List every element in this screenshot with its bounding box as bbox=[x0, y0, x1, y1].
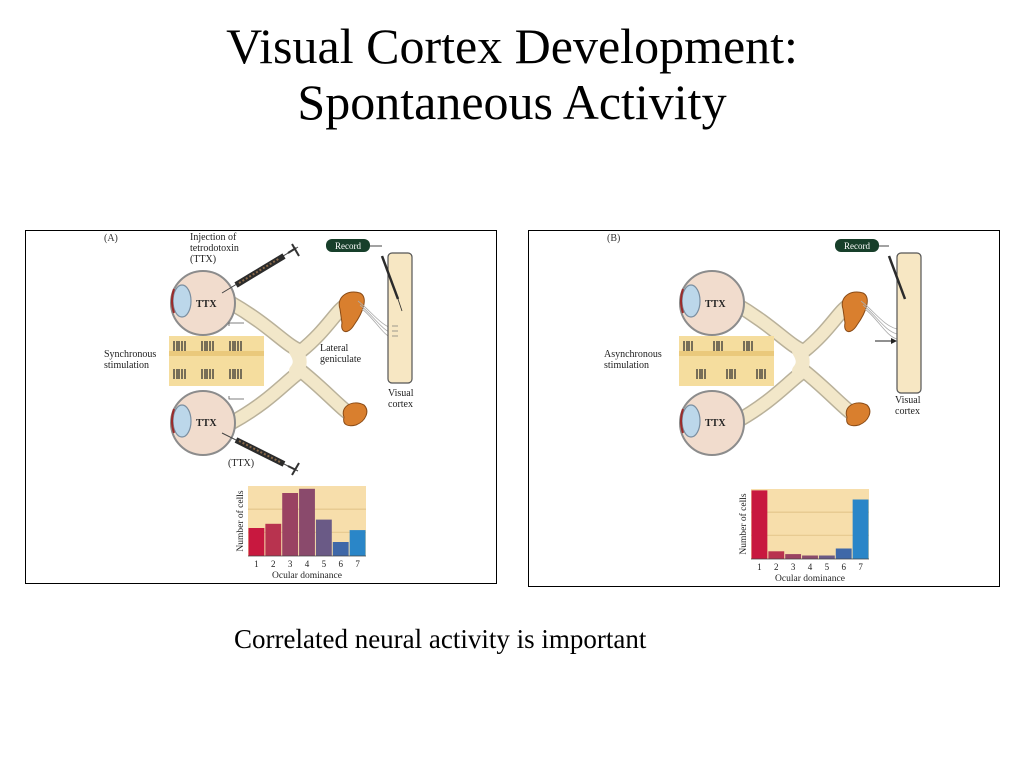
panel-b-diagram: (B) TTX TTX bbox=[604, 233, 922, 584]
chart-y-axis-label: Number of cells bbox=[235, 490, 246, 552]
eye-bottom-b-ttx-label: TTX bbox=[705, 418, 726, 429]
record-electrode bbox=[380, 255, 400, 300]
visual-cortex-label-line-1: Visual bbox=[388, 388, 414, 399]
chart-bar-6 bbox=[835, 548, 852, 559]
chart-y-axis-label: Number of cells bbox=[738, 493, 749, 555]
stimulation-grid bbox=[169, 322, 264, 400]
slide-title-line-1: Visual Cortex Development: bbox=[226, 18, 798, 74]
chart-tick-label: 1 bbox=[254, 559, 259, 569]
chart-tick-label: 3 bbox=[791, 562, 796, 572]
stimulation-label-line-2: stimulation bbox=[104, 360, 149, 371]
eye-bottom-b: TTX bbox=[679, 390, 745, 456]
lateral-geniculate-top bbox=[338, 291, 365, 332]
panel-a-diagram: (A) Injection of tetrodotoxin (TTX) TTX … bbox=[104, 232, 414, 581]
figure-panel-a: (A) Injection of tetrodotoxin (TTX) TTX … bbox=[25, 230, 497, 584]
figure-panel-b: (B) TTX TTX bbox=[528, 230, 1000, 587]
lateral-geniculate-label-line-2: geniculate bbox=[320, 354, 362, 365]
chart-tick-label: 4 bbox=[808, 562, 813, 572]
eye-top-b-ttx-label: TTX bbox=[705, 299, 726, 310]
cortical-projections-b bbox=[860, 300, 898, 340]
chart-tick-label: 3 bbox=[288, 559, 293, 569]
panel-b-label: (B) bbox=[607, 233, 620, 244]
optic-pathways-b bbox=[726, 295, 865, 431]
stimulation-pulses-bottom bbox=[173, 369, 242, 379]
eye-top: TTX bbox=[170, 270, 236, 336]
stimulation-pulses-top bbox=[173, 341, 242, 351]
chart-tick-label: 7 bbox=[858, 562, 863, 572]
optic-pathways bbox=[223, 295, 362, 431]
chart-bar-5 bbox=[315, 519, 332, 556]
chart-x-axis-label: Ocular dominance bbox=[775, 574, 845, 584]
async-pulses-top bbox=[683, 341, 753, 351]
syringe-bottom bbox=[221, 432, 300, 476]
stimulation-grid-b bbox=[679, 336, 774, 386]
chart-tick-label: 2 bbox=[774, 562, 779, 572]
chart-bar-2 bbox=[265, 523, 282, 556]
lateral-geniculate-top-b bbox=[841, 291, 868, 332]
syringe-top bbox=[221, 243, 300, 294]
record-label-b: Record bbox=[844, 241, 870, 251]
chart-tick-label: 1 bbox=[757, 562, 762, 572]
visual-cortex-b-label-line-1: Visual bbox=[895, 395, 921, 406]
injection-label-line-3: (TTX) bbox=[190, 254, 216, 265]
chart-bar-6 bbox=[332, 542, 349, 556]
chart-bar-3 bbox=[282, 493, 299, 556]
chart-bar-2 bbox=[768, 551, 785, 559]
chart-bar-4 bbox=[299, 488, 315, 556]
ttx-bottom-label: (TTX) bbox=[228, 458, 254, 469]
chart-tick-label: 6 bbox=[338, 559, 343, 569]
lateral-geniculate-bottom bbox=[342, 402, 368, 427]
stimulation-label-b-line-2: stimulation bbox=[604, 360, 649, 371]
record-label: Record bbox=[335, 241, 361, 251]
chart-bar-3 bbox=[785, 554, 802, 559]
chart-tick-label: 6 bbox=[841, 562, 846, 572]
injection-label-line-1: Injection of bbox=[190, 232, 237, 243]
chart-bar-1 bbox=[248, 528, 265, 556]
async-pulses-bottom bbox=[696, 369, 766, 379]
slide-title-line-2: Spontaneous Activity bbox=[297, 74, 727, 130]
eye-top-ttx-label: TTX bbox=[196, 299, 217, 310]
chart-bar-4 bbox=[802, 555, 818, 559]
chart-bar-1 bbox=[751, 490, 768, 559]
visual-cortex-label-line-2: cortex bbox=[388, 399, 413, 410]
chart-x-axis-label: Ocular dominance bbox=[272, 571, 342, 581]
stimulation-label-line-1: Synchronous bbox=[104, 349, 156, 360]
slide-caption: Correlated neural activity is important bbox=[234, 624, 647, 654]
record-badge-b bbox=[835, 239, 879, 252]
chart-bar-5 bbox=[818, 555, 835, 559]
eye-bottom-ttx-label: TTX bbox=[196, 418, 217, 429]
chart-tick-label: 2 bbox=[271, 559, 276, 569]
chart-tick-label: 4 bbox=[305, 559, 310, 569]
chart-tick-label: 5 bbox=[322, 559, 327, 569]
visual-cortex-b-label-line-2: cortex bbox=[895, 406, 920, 417]
chart-bar-7 bbox=[349, 530, 366, 556]
eye-top-b: TTX bbox=[679, 270, 745, 336]
lateral-geniculate-label-line-1: Lateral bbox=[320, 343, 349, 354]
visual-cortex-b bbox=[896, 252, 922, 394]
chart-plot-area bbox=[751, 489, 869, 559]
visual-cortex bbox=[387, 252, 413, 384]
eye-bottom: TTX bbox=[170, 390, 236, 456]
stimulation-label-b-line-1: Asynchronous bbox=[604, 349, 662, 360]
chart-tick-label: 7 bbox=[355, 559, 360, 569]
slide-title: Visual Cortex Development: Spontaneous A… bbox=[0, 18, 1024, 130]
lateral-geniculate-bottom-b bbox=[845, 402, 871, 427]
panel-a-label: (A) bbox=[104, 233, 118, 244]
record-electrode-b bbox=[887, 255, 907, 300]
chart-tick-label: 5 bbox=[825, 562, 830, 572]
injection-label-line-2: tetrodotoxin bbox=[190, 243, 239, 254]
chart-bar-7 bbox=[852, 499, 869, 559]
record-badge bbox=[326, 239, 370, 252]
